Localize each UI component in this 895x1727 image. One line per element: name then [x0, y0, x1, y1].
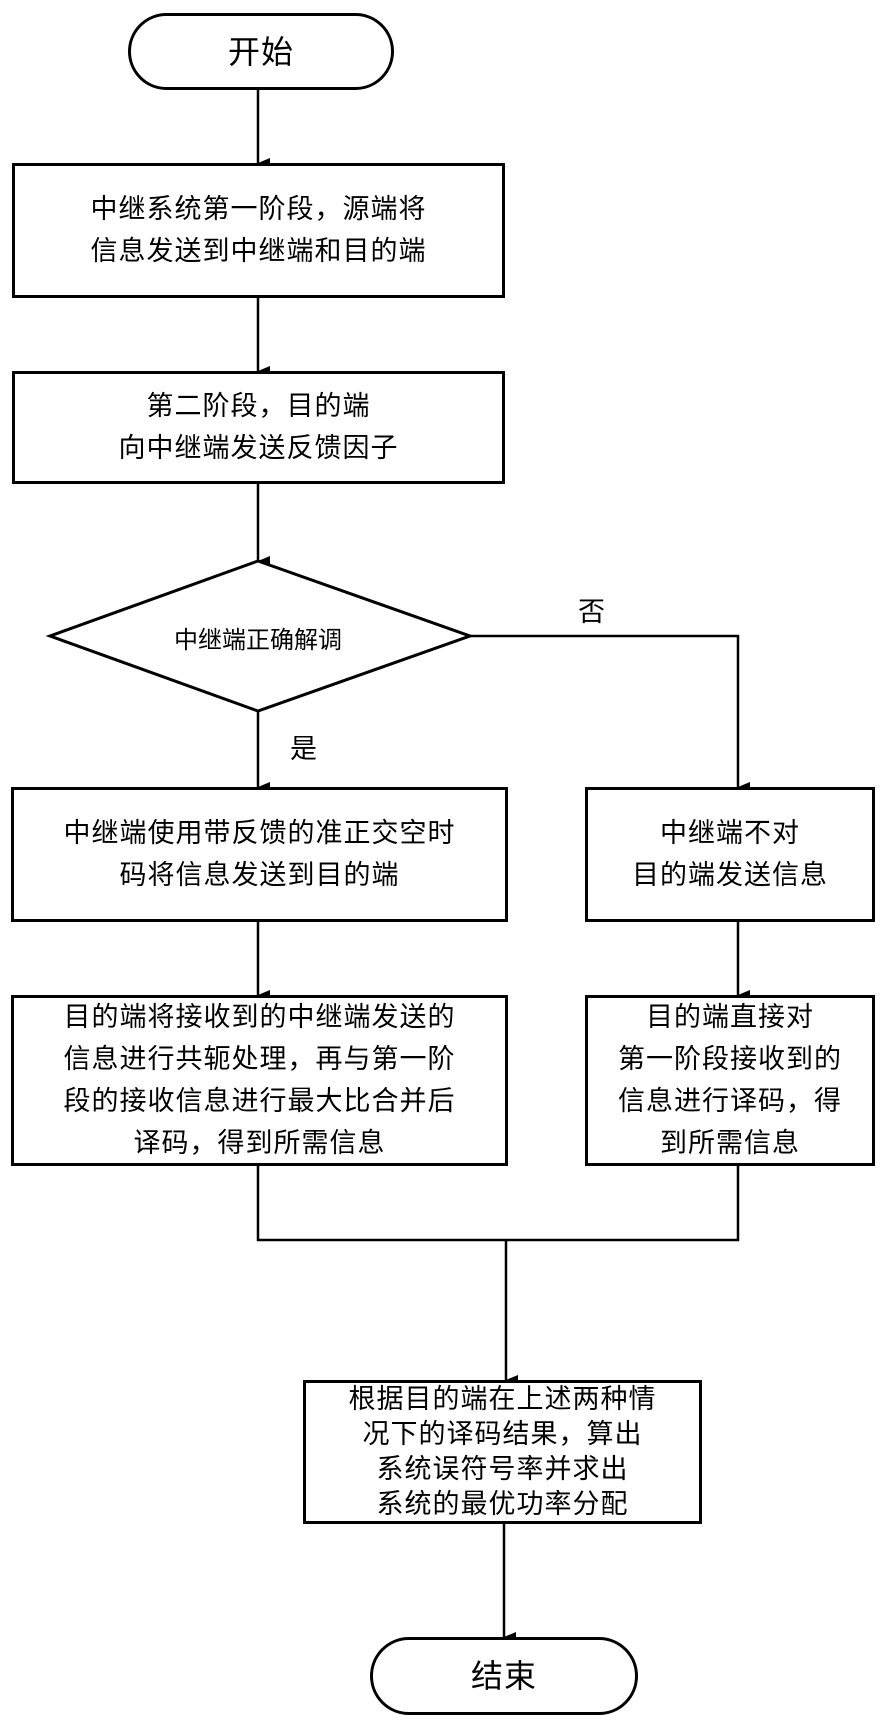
yes-step2-text: 目的端将接收到的中继端发送的 信息进行共轭处理，再与第一阶 段的接收信息进行最大… [63, 1001, 456, 1159]
start-label: 开始 [227, 32, 294, 71]
no-step2-text: 目的端直接对 第一阶段接收到的 信息进行译码，得 到所需信息 [618, 1001, 842, 1159]
step1-box: 中继系统第一阶段，源端将 信息发送到中继端和目的端 [12, 163, 505, 298]
final-step-text: 根据目的端在上述两种情 况下的译码结果，算出 系统误符号率并求出 系统的最优功率… [348, 1384, 657, 1520]
merge-line [256, 1165, 740, 1242]
no-label: 否 [578, 597, 605, 628]
no-step2-box: 目的端直接对 第一阶段接收到的 信息进行译码，得 到所需信息 [585, 995, 875, 1166]
no-step1-text: 中继端不对 目的端发送信息 [632, 817, 828, 891]
arrow-decision-no [470, 634, 750, 792]
end-label: 结束 [470, 1657, 537, 1695]
step1-text: 中继系统第一阶段，源端将 信息发送到中继端和目的端 [90, 193, 427, 267]
end-terminal: 结束 [370, 1637, 638, 1715]
start-terminal: 开始 [128, 13, 394, 90]
yes-step2-box: 目的端将接收到的中继端发送的 信息进行共轭处理，再与第一阶 段的接收信息进行最大… [11, 995, 508, 1166]
step2-box: 第二阶段，目的端 向中继端发送反馈因子 [12, 371, 505, 484]
yes-step1-box: 中继端使用带反馈的准正交空时 码将信息发送到目的端 [11, 787, 508, 922]
final-step-box: 根据目的端在上述两种情 况下的译码结果，算出 系统误符号率并求出 系统的最优功率… [303, 1380, 702, 1524]
decision-text: 中继端正确解调 [174, 626, 342, 654]
no-step1-box: 中继端不对 目的端发送信息 [585, 787, 875, 922]
yes-label: 是 [290, 734, 317, 765]
yes-step1-text: 中继端使用带反馈的准正交空时 码将信息发送到目的端 [63, 817, 456, 891]
step2-text: 第二阶段，目的端 向中继端发送反馈因子 [118, 390, 399, 464]
